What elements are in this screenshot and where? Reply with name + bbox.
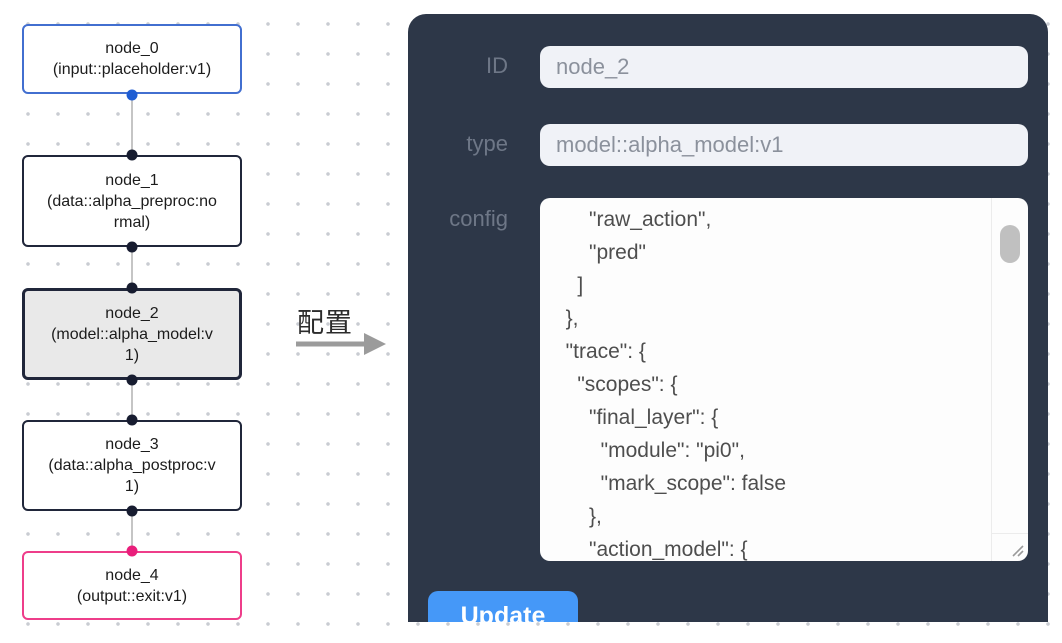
flow-node-node_2-selected[interactable]: node_2 (model::alpha_model:v1)	[22, 288, 242, 380]
handle-node_1-target[interactable]	[126, 149, 138, 161]
scrollbar-track	[991, 198, 992, 561]
handle-node_0-source[interactable]	[126, 89, 138, 101]
node-type-label: (model::alpha_model:v1)	[51, 325, 213, 364]
node-type-label: (output::exit:v1)	[76, 587, 188, 605]
update-button[interactable]: Update	[428, 591, 578, 622]
node-type-label: (data::alpha_postproc:v1)	[48, 457, 216, 495]
node-id: node_1	[105, 171, 159, 189]
handle-node_2-source[interactable]	[126, 374, 138, 386]
scrollbar-corner-divider	[992, 533, 1028, 534]
resize-handle-icon[interactable]	[1007, 540, 1025, 558]
config-editor[interactable]: "raw_action", "pred" ] }, "trace": { "sc…	[540, 198, 1028, 561]
node-id: node_3	[105, 436, 159, 453]
config-panel: ID type config "raw_action", "pred" ] },…	[408, 14, 1048, 622]
edge-node_1-node_2[interactable]	[131, 247, 133, 288]
flow-node-node_1[interactable]: node_1 (data::alpha_preproc:normal)	[22, 155, 242, 247]
edge-node_3-node_4[interactable]	[131, 511, 133, 551]
id-input[interactable]	[540, 46, 1028, 88]
id-label: ID	[486, 53, 508, 78]
node-type-label: (data::alpha_preproc:normal)	[47, 192, 217, 231]
transition-label: 配置	[297, 308, 353, 338]
node-id: node_0	[105, 40, 159, 57]
flow-node-node_3[interactable]: node_3 (data::alpha_postproc:v1)	[22, 420, 242, 511]
handle-node_3-source[interactable]	[126, 505, 138, 517]
flow-node-node_4[interactable]: node_4 (output::exit:v1)	[22, 551, 242, 620]
type-input[interactable]	[540, 124, 1028, 166]
handle-node_3-target[interactable]	[126, 414, 138, 426]
handle-node_1-source[interactable]	[126, 241, 138, 253]
node-type-label: (input::placeholder:v1)	[52, 61, 212, 78]
flow-canvas[interactable]: node_0 (input::placeholder:v1) node_1 (d…	[0, 0, 408, 643]
edge-node_2-node_3[interactable]	[131, 380, 133, 420]
handle-node_4-target[interactable]	[126, 545, 138, 557]
scrollbar-thumb[interactable]	[1000, 225, 1020, 263]
config-json-text[interactable]: "raw_action", "pred" ] }, "trace": { "sc…	[565, 208, 786, 561]
node-id: node_4	[105, 566, 159, 584]
config-label: config	[449, 206, 508, 231]
type-label: type	[466, 131, 508, 156]
flow-node-node_0[interactable]: node_0 (input::placeholder:v1)	[22, 24, 242, 94]
edge-node_0-node_1[interactable]	[131, 95, 133, 155]
arrow-right-icon	[296, 333, 386, 355]
node-id: node_2	[105, 304, 159, 322]
handle-node_2-target[interactable]	[126, 282, 138, 294]
